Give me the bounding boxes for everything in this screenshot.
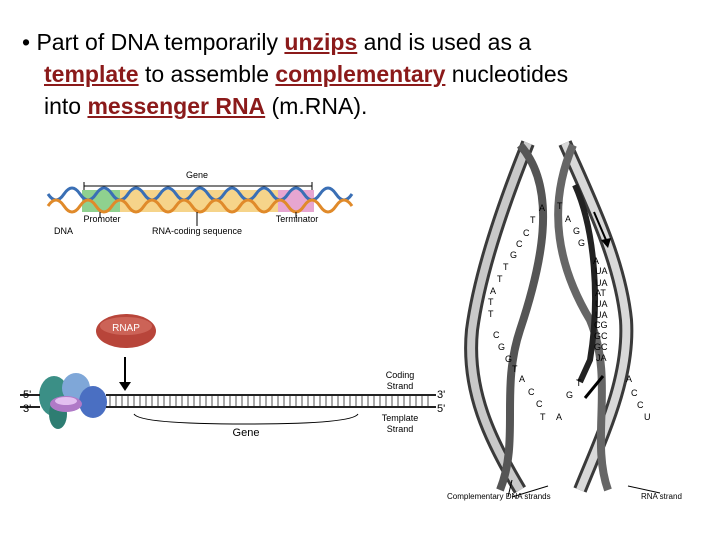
dna-strand-top (46, 186, 354, 202)
svg-text:UA: UA (595, 266, 608, 276)
svg-text:C: C (516, 239, 523, 249)
terminator-label: Terminator (276, 214, 319, 224)
text-segment: and is used as a (357, 29, 532, 55)
left-strand-outer (464, 140, 535, 494)
keyword-messenger-rna: messenger RNA (87, 93, 266, 119)
bullet-line-1: • Part of DNA temporarily unzips and is … (22, 26, 702, 58)
svg-text:G: G (510, 250, 517, 260)
svg-text:U: U (644, 412, 651, 422)
svg-text:G: G (505, 354, 512, 364)
svg-text:T: T (488, 309, 494, 319)
helix-arrow (593, 211, 607, 241)
gene-label: Gene (186, 170, 208, 180)
svg-text:CG: CG (594, 320, 608, 330)
svg-text:G: G (566, 390, 573, 400)
left-strand-inner (496, 142, 548, 492)
svg-text:A: A (519, 374, 525, 384)
five-prime-right: 5' (437, 403, 445, 415)
base-pair-rungs (109, 396, 429, 406)
complementary-strands-label: Complementary DNA strands (447, 492, 551, 501)
svg-text:T: T (512, 364, 518, 374)
coding-sequence-label: RNA-coding sequence (152, 226, 242, 236)
gene-brace-label: Gene (233, 427, 260, 439)
svg-text:GC: GC (594, 342, 608, 352)
svg-text:UA: UA (595, 299, 608, 309)
svg-text:C: C (493, 330, 500, 340)
svg-text:T: T (530, 215, 536, 225)
svg-text:A: A (539, 203, 545, 213)
dna-strand-bottom (46, 198, 354, 214)
dna-label: DNA (54, 226, 73, 236)
svg-text:A: A (626, 374, 632, 384)
svg-text:T: T (540, 412, 546, 422)
svg-text:G: G (578, 238, 585, 248)
rna-tail (583, 375, 605, 399)
three-prime-right: 3' (437, 389, 445, 401)
text-segment: (m.RNA). (265, 93, 368, 119)
svg-text:G: G (498, 342, 505, 352)
svg-text:T: T (488, 297, 494, 307)
left-base-letters: A T C C G T T A T T C G G T A C C T (488, 203, 546, 422)
unzipping-helix: A T C C G T T A T T C G G T A C C T T A … (447, 140, 682, 501)
svg-text:A: A (565, 214, 571, 224)
bullet-mark: • (22, 29, 31, 55)
svg-text:G: G (573, 226, 580, 236)
svg-text:A: A (556, 412, 562, 422)
svg-text:C: C (631, 388, 638, 398)
rna-strand-label: RNA strand (641, 492, 682, 501)
svg-text:GC: GC (594, 331, 608, 341)
text-segment: to assemble (138, 61, 276, 87)
svg-text:C: C (536, 399, 543, 409)
bullet-line-2: template to assemble complementary nucle… (22, 58, 702, 90)
rna-base-letters: A C C U (626, 374, 651, 422)
right-base-letters: T A G G A UA UA AT UA UA CG GC GC JA T G… (556, 201, 608, 422)
svg-text:C: C (528, 387, 535, 397)
svg-text:T: T (576, 378, 582, 388)
svg-text:AT: AT (595, 288, 606, 298)
keyword-unzips: unzips (284, 29, 358, 55)
svg-text:T: T (503, 262, 509, 272)
svg-text:T: T (497, 274, 503, 284)
text-segment: nucleotides (445, 61, 569, 87)
svg-text:C: C (637, 400, 644, 410)
svg-text:A: A (593, 256, 599, 266)
three-prime-left: 3' (23, 403, 31, 415)
text-segment: into (44, 93, 88, 119)
transcription-diagram: RNAP 5' 3' 3' 5' Coding Strand Template … (20, 314, 445, 439)
promoter-label: Promoter (83, 214, 120, 224)
bullet-text: • Part of DNA temporarily unzips and is … (22, 26, 702, 122)
gene-brace (133, 413, 359, 425)
svg-text:UA: UA (595, 310, 608, 320)
text-segment: Part of DNA temporarily (36, 29, 285, 55)
right-strand-inner (554, 143, 612, 492)
gene-diagram: Gene Promoter Terminator DNA RNA-coding … (46, 170, 354, 236)
five-prime-left: 5' (23, 389, 31, 401)
svg-text:C: C (523, 228, 530, 238)
svg-text:UA: UA (595, 278, 608, 288)
bullet-line-3: into messenger RNA (m.RNA). (22, 90, 702, 122)
keyword-complementary: complementary (275, 61, 446, 87)
rnap-label: RNAP (112, 323, 140, 334)
coding-strand-label-2: Strand (387, 381, 414, 391)
svg-text:T: T (557, 201, 563, 211)
template-strand-label-1: Template (382, 413, 419, 423)
coding-strand-label-1: Coding (386, 370, 415, 380)
svg-text:JA: JA (596, 353, 607, 363)
keyword-template: template (44, 61, 139, 87)
template-strand-label-2: Strand (387, 424, 414, 434)
svg-text:A: A (490, 286, 496, 296)
rna-strand (572, 183, 598, 384)
